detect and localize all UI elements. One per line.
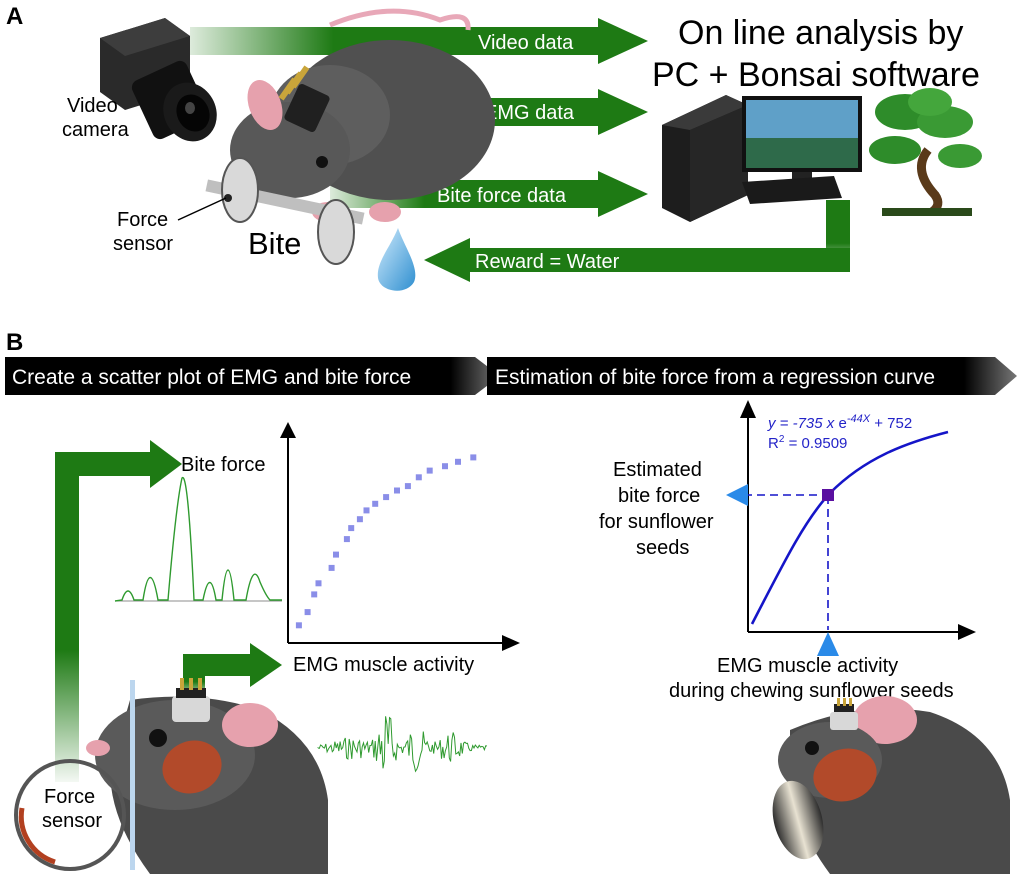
mouse-illustration-a <box>230 8 495 222</box>
scatter-point <box>348 525 355 532</box>
estimate-marker <box>822 489 834 501</box>
force-sensor-label-line1: Force <box>117 209 168 231</box>
bite-force-data-label: Bite force data <box>437 185 567 207</box>
scatter-x-arrowhead <box>502 635 520 651</box>
analysis-title-line2: PC + Bonsai software <box>652 56 980 94</box>
reward-arrow: Reward = Water <box>424 200 850 282</box>
scatter-point <box>328 564 335 571</box>
scatter-point <box>404 483 411 490</box>
scatter-point <box>372 500 379 507</box>
panel-b-letter: B <box>6 329 23 356</box>
estimated-label-line3: for sunflower <box>599 511 714 533</box>
sunflower-seed-icon <box>772 780 824 860</box>
regression-chart <box>726 400 976 656</box>
estimate-force-pointer <box>726 484 748 506</box>
estimated-label-line1: Estimated <box>613 459 702 481</box>
scatter-point <box>363 507 370 514</box>
scatter-point <box>343 536 350 543</box>
mouse-eating-seed-illustration <box>772 696 1010 874</box>
panel-a-letter: A <box>6 3 23 30</box>
water-drop-icon <box>377 228 416 291</box>
scatter-point <box>356 516 363 523</box>
sensor-plate <box>130 680 135 870</box>
scatter-point <box>295 622 302 629</box>
emg-signal-trace <box>317 716 488 773</box>
force-sensor-label-line2: sensor <box>113 233 173 255</box>
estimated-label-line2: bite force <box>618 485 700 507</box>
scatter-point <box>333 551 339 558</box>
scatter-point <box>311 591 318 598</box>
video-camera-icon <box>100 18 217 142</box>
scatter-point <box>426 467 433 474</box>
regression-r-squared: R2 = 0.9509 <box>768 434 847 452</box>
scatter-point <box>470 454 477 461</box>
keyboard-icon <box>742 176 842 204</box>
reward-label: Reward = Water <box>475 251 620 273</box>
bite-label: Bite <box>248 226 301 261</box>
force-sensor-b-line2: sensor <box>42 810 102 832</box>
banner-left-text: Create a scatter plot of EMG and bite fo… <box>12 366 411 389</box>
banner-right-text: Estimation of bite force from a regressi… <box>495 366 935 389</box>
estimated-label-line4: seeds <box>636 537 689 559</box>
regression-y-arrowhead <box>740 400 756 418</box>
bonsai-tree-icon <box>869 88 982 216</box>
pc-tower-icon <box>662 95 748 222</box>
force-sensor-device-a <box>205 157 365 265</box>
scatter-point <box>394 487 400 494</box>
emg-data-label: EMG data <box>484 102 575 124</box>
regression-x-arrowhead <box>958 624 976 640</box>
scatter-point <box>315 580 322 587</box>
bite-force-axis-label: Bite force <box>181 454 265 476</box>
monitor-icon <box>742 96 862 180</box>
scatter-point <box>383 494 390 501</box>
scatter-point <box>415 474 422 481</box>
scatter-y-arrowhead <box>280 422 296 438</box>
force-sensor-flow-arrow <box>55 440 182 782</box>
video-data-label: Video data <box>478 32 574 54</box>
scatter-point <box>455 458 461 465</box>
force-sensor-b-line1: Force <box>44 786 95 808</box>
force-sensor-pointer <box>177 197 227 221</box>
banner-left: Create a scatter plot of EMG and bite fo… <box>5 357 500 395</box>
bite-force-trace <box>114 476 282 602</box>
banner-right: Estimation of bite force from a regressi… <box>487 357 1017 395</box>
scatter-point <box>442 463 448 470</box>
regression-curve <box>750 430 949 625</box>
scatter-point <box>304 609 311 616</box>
emg-chewing-label-line2: during chewing sunflower seeds <box>669 680 954 702</box>
scatter-chart <box>280 422 520 651</box>
force-sensor-ring <box>14 759 126 871</box>
camera-label-line2: camera <box>62 119 130 141</box>
mouse-illustration-b <box>86 678 328 874</box>
camera-label-line1: Video <box>67 95 118 117</box>
analysis-title-line1: On line analysis by <box>678 14 963 52</box>
emg-chewing-label-line1: EMG muscle activity <box>717 655 898 677</box>
regression-equation: y = -735 x e-44X + 752 <box>767 413 912 432</box>
emg-activity-axis-label: EMG muscle activity <box>293 654 474 676</box>
estimate-emg-pointer <box>817 632 839 656</box>
